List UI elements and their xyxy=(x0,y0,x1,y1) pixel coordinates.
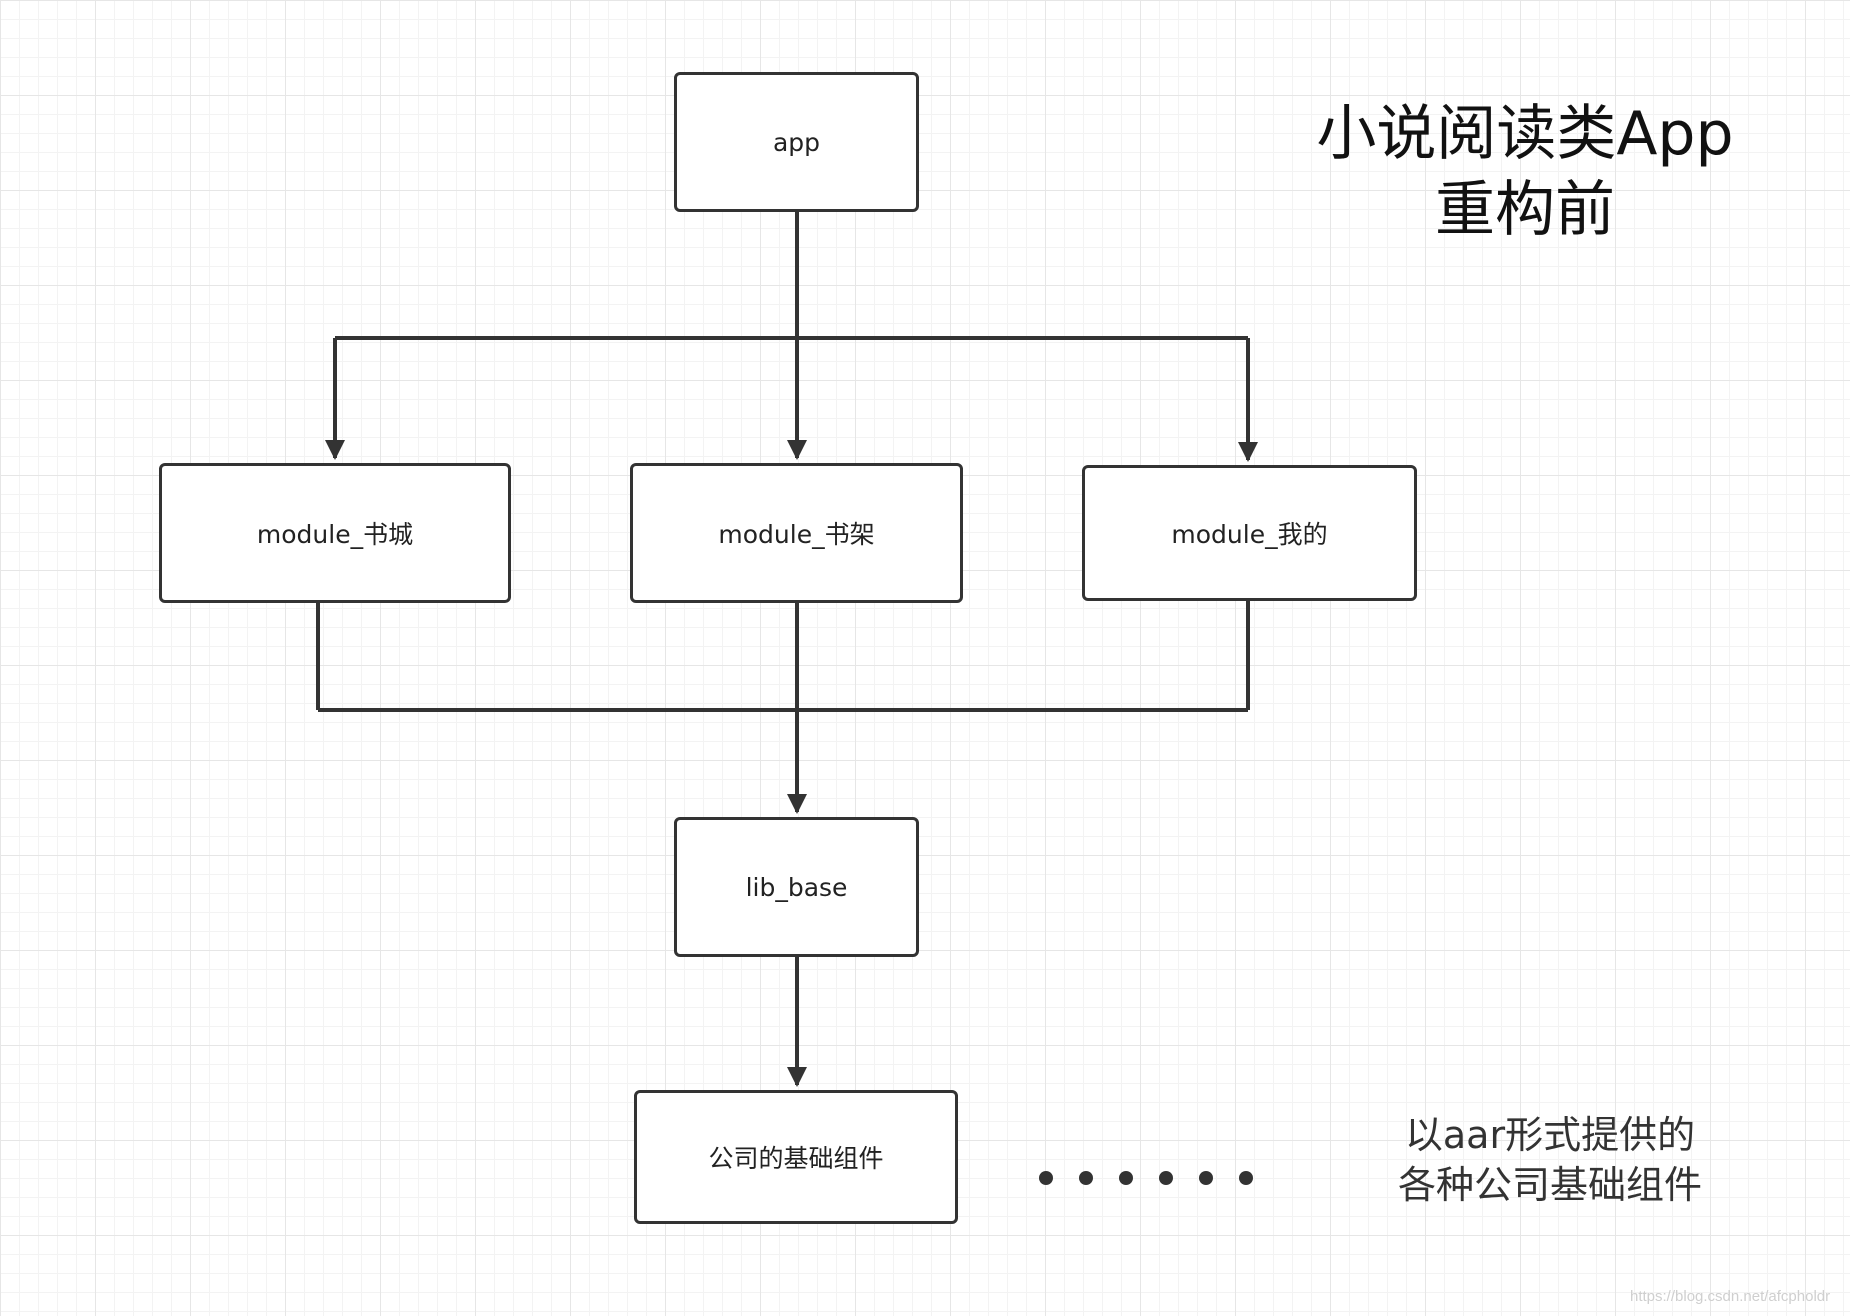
ellipsis-dots xyxy=(1039,1171,1253,1185)
node-module-mine-label: module_我的 xyxy=(1171,520,1328,549)
node-module-shelf: module_书架 xyxy=(630,463,963,603)
ellipsis-dot xyxy=(1079,1171,1093,1185)
ellipsis-dot xyxy=(1239,1171,1253,1185)
node-module-mall-label: module_书城 xyxy=(256,520,414,549)
components-note-line1: 以aar形式提供的 xyxy=(1404,1113,1696,1157)
node-company-components: 公司的基础组件 xyxy=(634,1090,958,1224)
diagram-title: 小说阅读类App 重构前 xyxy=(1300,96,1750,248)
watermark-url: https://blog.csdn.net/afcpholdr xyxy=(1630,1288,1831,1305)
components-note-line2: 各种公司基础组件 xyxy=(1397,1163,1702,1207)
node-company-components-label: 公司的基础组件 xyxy=(708,1144,884,1173)
node-module-mine: module_我的 xyxy=(1082,465,1417,601)
node-module-mall: module_书城 xyxy=(159,463,511,603)
node-module-shelf-label: module_书架 xyxy=(718,520,875,549)
ellipsis-dot xyxy=(1199,1171,1213,1185)
ellipsis-dot xyxy=(1119,1171,1133,1185)
components-note: 以aar形式提供的 各种公司基础组件 xyxy=(1370,1110,1730,1210)
node-lib-base-label: lib_base xyxy=(745,872,848,902)
diagram-title-line2: 重构前 xyxy=(1435,175,1615,245)
node-app: app xyxy=(674,72,919,212)
diagram-title-line1: 小说阅读类App xyxy=(1316,99,1734,169)
ellipsis-dot xyxy=(1039,1171,1053,1185)
ellipsis-dot xyxy=(1159,1171,1173,1185)
node-app-label: app xyxy=(772,127,821,157)
node-lib-base: lib_base xyxy=(674,817,919,957)
